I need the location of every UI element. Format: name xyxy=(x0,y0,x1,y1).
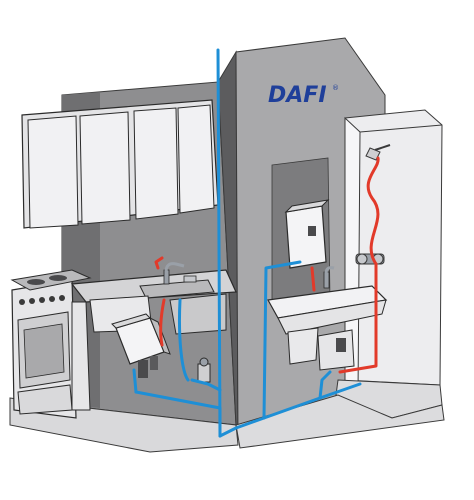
bathroom-under-sink-heater-icon xyxy=(317,329,355,371)
kitchen-valve-icon xyxy=(197,357,211,383)
hot-water-pipes xyxy=(154,156,380,374)
shower-top-rail xyxy=(359,124,443,133)
dafi-logo: DAFI ® xyxy=(268,83,339,108)
logo-text: DAFI xyxy=(268,83,327,108)
upper-cabinets xyxy=(21,99,219,229)
kitchen-counter xyxy=(70,269,237,411)
cold-water-pipes xyxy=(132,48,362,438)
shower-head-icon xyxy=(365,144,391,161)
bathroom-water-heater-icon xyxy=(284,199,330,269)
faucet-icon xyxy=(163,262,197,285)
bathroom-floor xyxy=(235,394,445,449)
bathroom-faucet-icon xyxy=(323,266,335,289)
logo-registered-mark: ® xyxy=(332,84,339,92)
stove xyxy=(10,269,92,419)
shower-mixer-icon xyxy=(355,253,385,265)
bathroom-sink xyxy=(267,285,388,365)
